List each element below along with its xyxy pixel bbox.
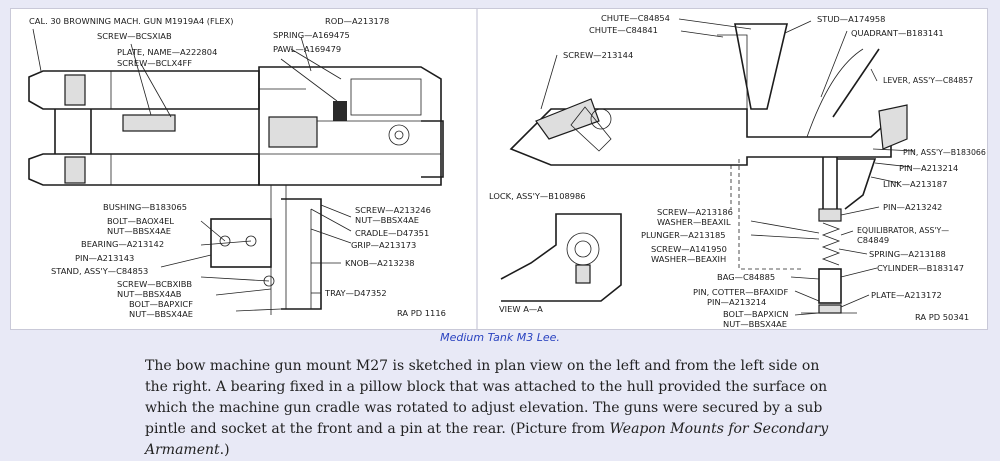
label-cylinder: CYLINDER—B183147 xyxy=(877,263,964,273)
label-pin2: PIN—A213242 xyxy=(883,202,942,212)
label-bolt1: BOLT—BAOX4EL xyxy=(107,216,174,226)
label-plunger: PLUNGER—A213185 xyxy=(641,230,726,240)
label-screw-top: SCREW—BCSXIAB xyxy=(97,31,172,41)
label-nut-mid: NUT—BBSX4AB xyxy=(117,289,182,299)
label-bearing: BEARING—A213142 xyxy=(81,239,164,249)
label-nut1: NUT—BBSX4AE xyxy=(107,226,171,236)
label-screw2: SCREW—A213186 xyxy=(657,207,733,217)
label-lock: LOCK, ASS'Y—B108986 xyxy=(489,191,586,201)
label-nut-r: NUT—BBSX4AE xyxy=(355,215,419,225)
label-equil1: EQUILIBRATOR, ASS'Y— xyxy=(857,226,949,235)
label-chute1: CHUTE—C84854 xyxy=(601,13,670,23)
paragraph-end: .) xyxy=(219,442,230,458)
label-chute2: CHUTE—C84841 xyxy=(589,25,658,35)
label-bushing: BUSHING—B183065 xyxy=(103,202,187,212)
plan-view: CAL. 30 BROWNING MACH. GUN M1919A4 (FLEX… xyxy=(28,16,446,319)
label-gun: CAL. 30 BROWNING MACH. GUN M1919A4 (FLEX… xyxy=(29,16,234,26)
label-spring-r: SPRING—A213188 xyxy=(869,249,946,259)
label-pin-assy: PIN, ASS'Y—B183066 xyxy=(903,148,986,157)
label-view: VIEW A—A xyxy=(499,304,543,314)
label-lever: LEVER, ASS'Y—C84857 xyxy=(883,76,973,85)
body-paragraph: The bow machine gun mount M27 is sketche… xyxy=(145,356,845,461)
label-equil2: C84849 xyxy=(857,235,889,245)
label-bag: BAG—C84885 xyxy=(717,272,775,282)
label-pin-r: PIN—A213214 xyxy=(899,163,958,173)
figure-caption: Medium Tank M3 Lee. xyxy=(440,331,560,344)
label-washer: WASHER—BEAXIL xyxy=(657,217,731,227)
label-screw-r: SCREW—A213246 xyxy=(355,205,431,215)
label-screw-r-top: SCREW—213144 xyxy=(563,50,633,60)
label-plate: PLATE, NAME—A222804 xyxy=(117,47,217,57)
label-ref-right: RA PD 50341 xyxy=(915,312,969,322)
label-ref-left: RA PD 1116 xyxy=(397,308,446,318)
label-washer2: WASHER—BEAXIH xyxy=(651,254,726,264)
label-pin: PIN—A213143 xyxy=(75,253,134,263)
label-bolt2: BOLT—BAPXICF xyxy=(129,299,193,309)
label-pin3: PIN—A213214 xyxy=(707,297,766,307)
drawing-svg: CAL. 30 BROWNING MACH. GUN M1919A4 (FLEX… xyxy=(28,9,986,329)
label-tray: TRAY—D47352 xyxy=(324,288,387,298)
label-plate-screw: SCREW—BCLX4FF xyxy=(117,58,192,68)
label-link: LINK—A213187 xyxy=(883,179,947,189)
label-pawl: PAWL—A169479 xyxy=(273,44,341,54)
label-stand: STAND, ASS'Y—C84853 xyxy=(51,266,148,276)
label-plate-r: PLATE—A213172 xyxy=(871,290,942,300)
label-grip: GRIP—A213173 xyxy=(351,240,416,250)
paragraph-text: The bow machine gun mount M27 is sketche… xyxy=(145,358,828,437)
label-nut2: NUT—BBSX4AE xyxy=(129,309,193,319)
technical-drawing: CAL. 30 BROWNING MACH. GUN M1919A4 (FLEX… xyxy=(10,8,988,330)
side-view: CHUTE—C84854 CHUTE—C84841 STUD—A174958 Q… xyxy=(489,13,986,329)
label-cradle: CRADLE—D47351 xyxy=(355,228,429,238)
label-screw3: SCREW—A141950 xyxy=(651,244,727,254)
label-quadrant: QUADRANT—B183141 xyxy=(851,28,944,38)
label-rod: ROD—A213178 xyxy=(325,16,389,26)
label-stud: STUD—A174958 xyxy=(817,14,885,24)
label-nut-r2: NUT—BBSX4AE xyxy=(723,319,787,329)
label-cotter: PIN, COTTER—BFAXIDF xyxy=(693,287,788,297)
label-bolt-r: BOLT—BAPXICN xyxy=(723,309,788,319)
label-screw-mid: SCREW—BCBXIBB xyxy=(117,279,192,289)
label-spring: SPRING—A169475 xyxy=(273,30,350,40)
label-knob: KNOB—A213238 xyxy=(345,258,415,268)
